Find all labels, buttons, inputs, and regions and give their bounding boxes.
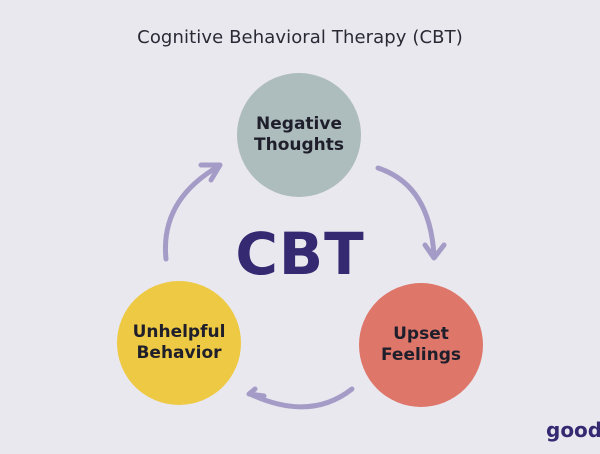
arrow-feelings-to-behavior-icon: [246, 386, 355, 410]
node-label-line2: Behavior: [136, 343, 222, 363]
center-label: CBT: [235, 220, 365, 288]
diagram-title: Cognitive Behavioral Therapy (CBT): [137, 27, 463, 48]
node-label-line2: Thoughts: [254, 135, 344, 155]
node-label-line1: Unhelpful: [132, 322, 226, 342]
node-label-line1: Upset: [393, 324, 449, 344]
arrow-thoughts-to-feelings-icon: [375, 165, 447, 261]
node-negative-thoughts: Negative Thoughts: [237, 73, 361, 197]
arrow-behavior-to-thoughts-icon: [162, 162, 223, 262]
node-unhelpful-behavior: Unhelpful Behavior: [117, 281, 241, 405]
node-upset-feelings: Upset Feelings: [359, 283, 483, 407]
brand-logo: goodp: [546, 418, 600, 442]
node-label-line2: Feelings: [380, 345, 462, 365]
node-label-line1: Negative: [256, 114, 342, 134]
